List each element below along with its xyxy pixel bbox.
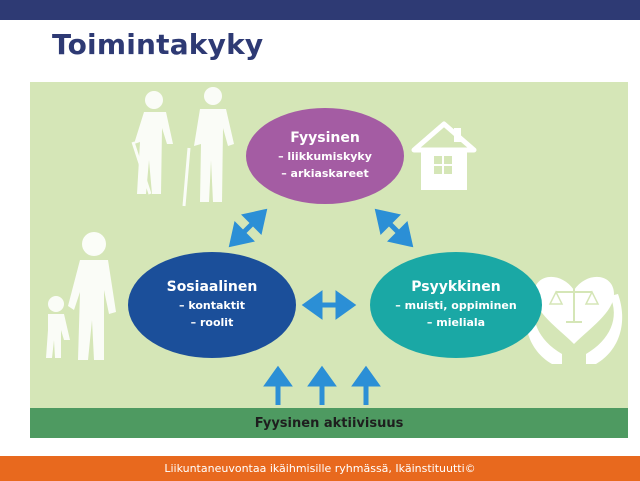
psyykkinen-ellipse: Psyykkinen – muisti, oppiminen – mielial… (370, 252, 542, 358)
arrow-sosiaalinen-fyysinen (228, 208, 268, 248)
base-label: Fyysinen aktiivisuus (254, 415, 404, 431)
fyysinen-ellipse: Fyysinen – liikkumiskyky – arkiaskareet (246, 108, 404, 204)
slide-title: Toimintakyky (52, 28, 264, 61)
diagram-panel: Fyysinen – liikkumiskyky – arkiaskareet … (30, 82, 628, 438)
psyykkinen-item: – muisti, oppiminen (395, 299, 517, 312)
psyykkinen-heading: Psyykkinen (411, 279, 501, 295)
parent-child-icon (46, 232, 116, 360)
heart-scales-hands-icon (525, 276, 623, 364)
upward-arrows (263, 365, 381, 405)
top-bar (0, 0, 640, 20)
footer-text: Liikuntaneuvontaa ikäihmisille ryhmässä,… (164, 462, 476, 475)
footer-bar: Liikuntaneuvontaa ikäihmisille ryhmässä,… (0, 456, 640, 481)
psyykkinen-item: – mieliala (426, 316, 486, 329)
sosiaalinen-heading: Sosiaalinen (166, 279, 258, 295)
fyysinen-heading: Fyysinen (290, 130, 360, 146)
fyysinen-item: – arkiaskareet (281, 167, 369, 180)
elderly-couple-icon (131, 87, 234, 207)
sosiaalinen-item: – roolit (190, 316, 234, 329)
sosiaalinen-ellipse: Sosiaalinen – kontaktit – roolit (128, 252, 296, 358)
diagram-art (46, 87, 623, 405)
sosiaalinen-item: – kontaktit (178, 299, 246, 312)
arrow-sosiaalinen-psyykkinen (301, 290, 357, 320)
house-moon-icon (411, 110, 499, 198)
fyysinen-item: – liikkumiskyky (278, 150, 372, 163)
arrow-fyysinen-psyykkinen (374, 208, 414, 248)
base-band: Fyysinen aktiivisuus (30, 408, 628, 438)
